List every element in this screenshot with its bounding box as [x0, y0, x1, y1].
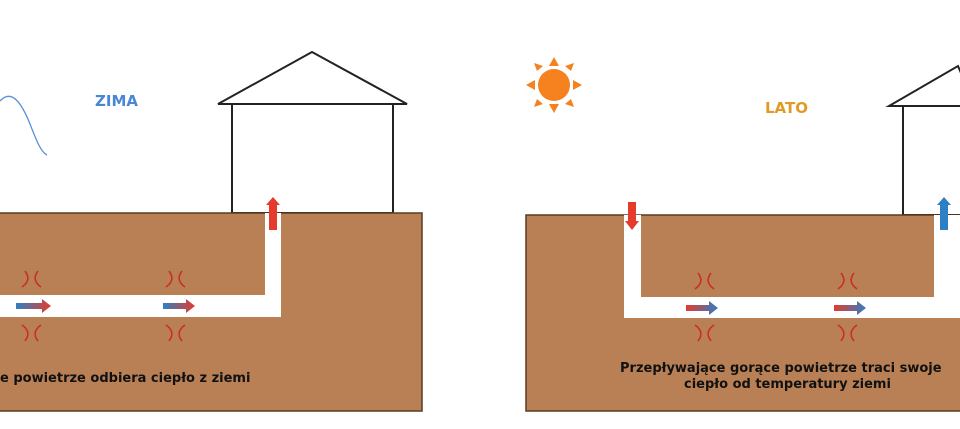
- summer-season-label: LATO: [765, 99, 808, 117]
- winter-house: [217, 50, 408, 214]
- heat-flow-icon: [165, 270, 186, 342]
- summer-flow-arrows: [686, 301, 866, 315]
- summer-heat-flow: [694, 272, 858, 342]
- house-wall: [231, 103, 394, 214]
- house-wall: [902, 105, 960, 216]
- air-flow-arrow-icon: [16, 299, 51, 313]
- house-icon: [217, 50, 408, 105]
- winter-panel: ZIMA e powietrze odbiera ciepło z ziemi: [0, 50, 423, 412]
- winter-flow-arrows: [16, 299, 195, 313]
- winter-season-label: ZIMA: [95, 92, 138, 110]
- air-flow-arrow-icon: [163, 299, 195, 313]
- summer-pipe: [624, 215, 960, 318]
- air-flow-arrow-icon: [266, 197, 280, 230]
- sun-icon: [526, 57, 582, 113]
- summer-panel: LATO Przepływające gorące powietrze trac…: [525, 57, 960, 412]
- air-flow-arrow-icon: [625, 202, 639, 230]
- house-icon: [885, 64, 960, 107]
- winter-caption: e powietrze odbiera ciepło z ziemi: [0, 371, 250, 386]
- air-flow-arrow-icon: [686, 301, 718, 315]
- heat-flow-icon: [21, 270, 42, 342]
- wave-icon: [0, 95, 48, 156]
- heat-flow-icon: [837, 272, 858, 342]
- air-flow-arrow-icon: [937, 197, 951, 230]
- summer-caption-line-1: Przepływające gorące powietrze traci swo…: [620, 361, 942, 376]
- winter-heat-flow: [21, 270, 186, 342]
- heat-flow-icon: [694, 272, 715, 342]
- air-flow-arrow-icon: [834, 301, 866, 315]
- summer-house: [885, 64, 960, 216]
- summer-caption-line-2: ciepło od temperatury ziemi: [684, 377, 891, 392]
